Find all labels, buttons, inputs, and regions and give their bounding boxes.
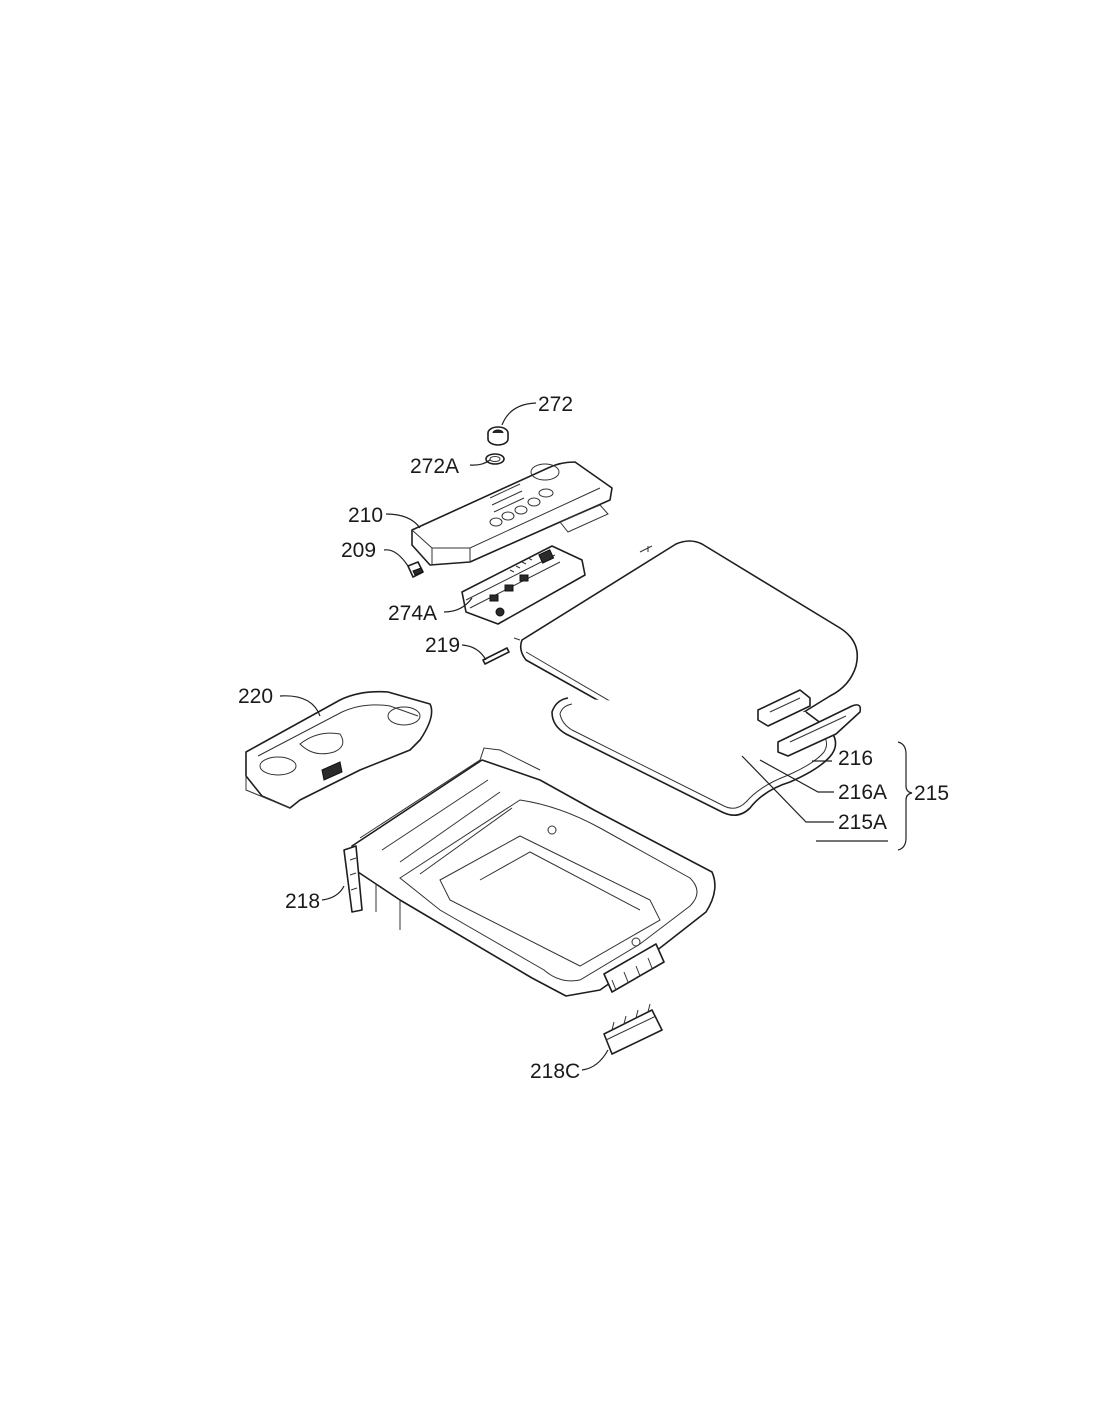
part-218C-clip bbox=[603, 1003, 663, 1055]
callout-219: 219 bbox=[425, 634, 460, 657]
part-210-control-panel bbox=[411, 461, 613, 566]
callout-272: 272 bbox=[538, 393, 573, 416]
part-216A-seal bbox=[551, 697, 837, 816]
part-274A-control-board bbox=[461, 545, 586, 625]
callout-220: 220 bbox=[238, 685, 273, 708]
callout-215: 215 bbox=[914, 782, 949, 805]
callout-216A: 216A bbox=[838, 781, 887, 804]
part-220-dispenser bbox=[245, 690, 433, 809]
callout-218: 218 bbox=[285, 890, 320, 913]
leader-lines bbox=[279, 402, 888, 1071]
callout-272A: 272A bbox=[410, 455, 459, 478]
callout-210: 210 bbox=[348, 504, 383, 527]
callout-218C: 218C bbox=[530, 1060, 580, 1083]
part-272A-ring bbox=[485, 453, 505, 465]
brace-215 bbox=[897, 741, 913, 851]
part-219-pin bbox=[482, 647, 510, 665]
callout-274A: 274A bbox=[388, 602, 437, 625]
callout-215A: 215A bbox=[838, 811, 887, 834]
part-209-clip bbox=[407, 561, 424, 578]
part-272-knob bbox=[487, 426, 509, 446]
part-216-handle bbox=[757, 689, 862, 757]
callout-209: 209 bbox=[341, 539, 376, 562]
part-218-top-frame bbox=[343, 747, 716, 997]
callout-216: 216 bbox=[838, 747, 873, 770]
